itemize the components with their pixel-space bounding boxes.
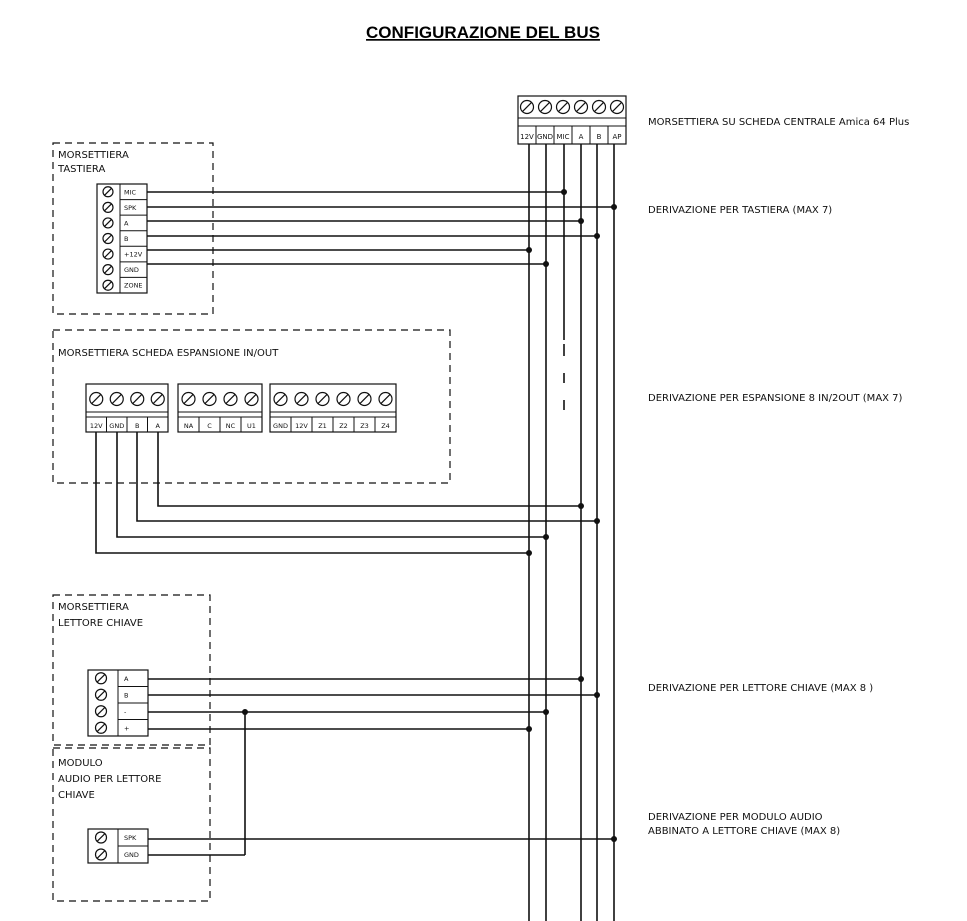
expansion-dashed-frame	[52, 329, 451, 484]
central-terminal-label: A	[579, 133, 584, 141]
key-reader-screw-icon	[94, 721, 108, 734]
audio-module-dashed-frame	[52, 747, 211, 902]
bus-vertical-lines	[528, 144, 615, 921]
expansion-screw-icon	[244, 391, 259, 407]
expansion-terminal-label: 12V	[295, 422, 308, 430]
expansion-terminal-label: Z1	[318, 422, 327, 430]
expansion-branch-label: DERIVAZIONE PER ESPANSIONE 8 IN/2OUT (MA…	[648, 393, 903, 404]
expansion-terminal-label: Z3	[360, 422, 369, 430]
key-reader-dashed-frame	[52, 594, 211, 746]
key-reader-branch-label: DERIVAZIONE PER LETTORE CHIAVE (MAX 8 )	[648, 683, 873, 694]
audio-label-line2: AUDIO PER LETTORE	[58, 774, 161, 785]
expansion-terminal-label: NC	[226, 422, 236, 430]
keypad-dashed-frame	[52, 142, 214, 315]
expansion-screw-icon	[89, 391, 104, 407]
expansion-screw-icon	[109, 391, 124, 407]
expansion-screw-icon	[357, 391, 372, 407]
key-reader-terminal-block: AB - +	[87, 669, 149, 737]
expansion-screw-icon	[130, 391, 145, 407]
keypad-screw-icon	[102, 264, 114, 276]
expansion-terminal-label: Z2	[339, 422, 348, 430]
audio-module-screw-icon	[94, 848, 108, 861]
page-title: CONFIGURAZIONE DEL BUS	[366, 23, 600, 42]
central-block-label: MORSETTIERA SU SCHEDA CENTRALE Amica 64 …	[648, 117, 909, 128]
key-reader-terminal-label: B	[124, 691, 128, 699]
keypad-terminal-label: MIC	[124, 188, 137, 196]
expansion-screw-icon	[181, 391, 196, 407]
central-terminal-label: B	[597, 133, 602, 141]
expansion-terminal-label: A	[156, 422, 161, 430]
key-reader-terminal-label: A	[124, 675, 129, 683]
key-reader-screw-icon	[94, 672, 108, 685]
keypad-terminal-block: MIC SPK AB +12V GND ZONE	[96, 183, 148, 294]
central-screw-icon	[555, 99, 571, 115]
expansion-terminal-group1: 12V GND B A	[85, 383, 169, 433]
expansion-label: MORSETTIERA SCHEDA ESPANSIONE IN/OUT	[58, 348, 279, 359]
key-reader-label-line2: LETTORE CHIAVE	[58, 618, 143, 629]
audio-branch-label-line2: ABBINATO A LETTORE CHIAVE (MAX 8)	[648, 826, 840, 837]
central-terminal-label: AP	[612, 133, 621, 141]
keypad-terminal-label: ZONE	[124, 282, 143, 290]
key-reader-screw-icon	[94, 705, 108, 718]
expansion-terminal-label: GND	[109, 422, 124, 430]
audio-module-terminal-label: SPK	[124, 834, 137, 842]
expansion-terminal-group3: GND 12V Z1 Z2 Z3 Z4	[269, 383, 397, 433]
keypad-label-line1: MORSETTIERA	[58, 150, 129, 161]
central-screw-icon	[591, 99, 607, 115]
central-screw-icon	[537, 99, 553, 115]
keypad-wires	[147, 189, 617, 267]
keypad-screw-icon	[102, 217, 114, 229]
key-reader-screw-icon	[94, 688, 108, 701]
expansion-terminal-label: Z4	[381, 422, 390, 430]
key-reader-label-line1: MORSETTIERA	[58, 602, 129, 613]
expansion-terminal-group2: NA C NC U1	[177, 383, 263, 433]
expansion-screw-icon	[336, 391, 351, 407]
audio-module-screw-icon	[94, 831, 108, 844]
keypad-terminal-label: +12V	[124, 251, 143, 259]
keypad-branch-label: DERIVAZIONE PER TASTIERA (MAX 7)	[648, 205, 832, 216]
audio-branch-label-line1: DERIVAZIONE PER MODULO AUDIO	[648, 812, 823, 823]
key-reader-wires	[148, 676, 600, 855]
expansion-screw-icon	[150, 391, 165, 407]
expansion-terminal-label: U1	[247, 422, 256, 430]
expansion-terminal-label: NA	[184, 422, 194, 430]
expansion-screw-icon	[223, 391, 238, 407]
keypad-terminal-label: SPK	[124, 204, 137, 212]
audio-module-terminal-block: SPK GND	[87, 828, 149, 864]
central-terminal-label: 12V	[520, 133, 534, 141]
expansion-screw-icon	[315, 391, 330, 407]
central-terminal-label: GND	[537, 133, 553, 141]
expansion-terminal-label: C	[207, 422, 212, 430]
keypad-screw-icon	[102, 201, 114, 213]
key-reader-terminal-label: -	[124, 708, 127, 716]
keypad-label-line2: TASTIERA	[57, 164, 105, 175]
keypad-screw-icon	[102, 248, 114, 260]
expansion-terminal-label: B	[135, 422, 139, 430]
central-terminal-label: MIC	[557, 133, 570, 141]
expansion-screw-icon	[378, 391, 393, 407]
expansion-screw-icon	[202, 391, 217, 407]
expansion-screw-icon	[294, 391, 309, 407]
expansion-wires	[95, 432, 600, 556]
keypad-screw-icon	[102, 186, 114, 198]
expansion-terminal-label: 12V	[90, 422, 103, 430]
central-screw-icon	[573, 99, 589, 115]
keypad-screw-icon	[102, 279, 114, 291]
expansion-terminal-label: GND	[273, 422, 288, 430]
central-screw-icon	[519, 99, 535, 115]
keypad-terminal-label: GND	[124, 266, 139, 274]
audio-module-wires	[148, 836, 617, 856]
key-reader-terminal-label: +	[124, 724, 129, 732]
audio-label-line3: CHIAVE	[58, 790, 95, 801]
keypad-terminal-label: A	[124, 219, 129, 227]
audio-module-terminal-label: GND	[124, 851, 139, 859]
keypad-terminal-label: B	[124, 235, 128, 243]
expansion-screw-icon	[273, 391, 288, 407]
keypad-screw-icon	[102, 232, 114, 245]
audio-label-line1: MODULO	[58, 758, 103, 769]
central-screw-icon	[609, 99, 625, 115]
